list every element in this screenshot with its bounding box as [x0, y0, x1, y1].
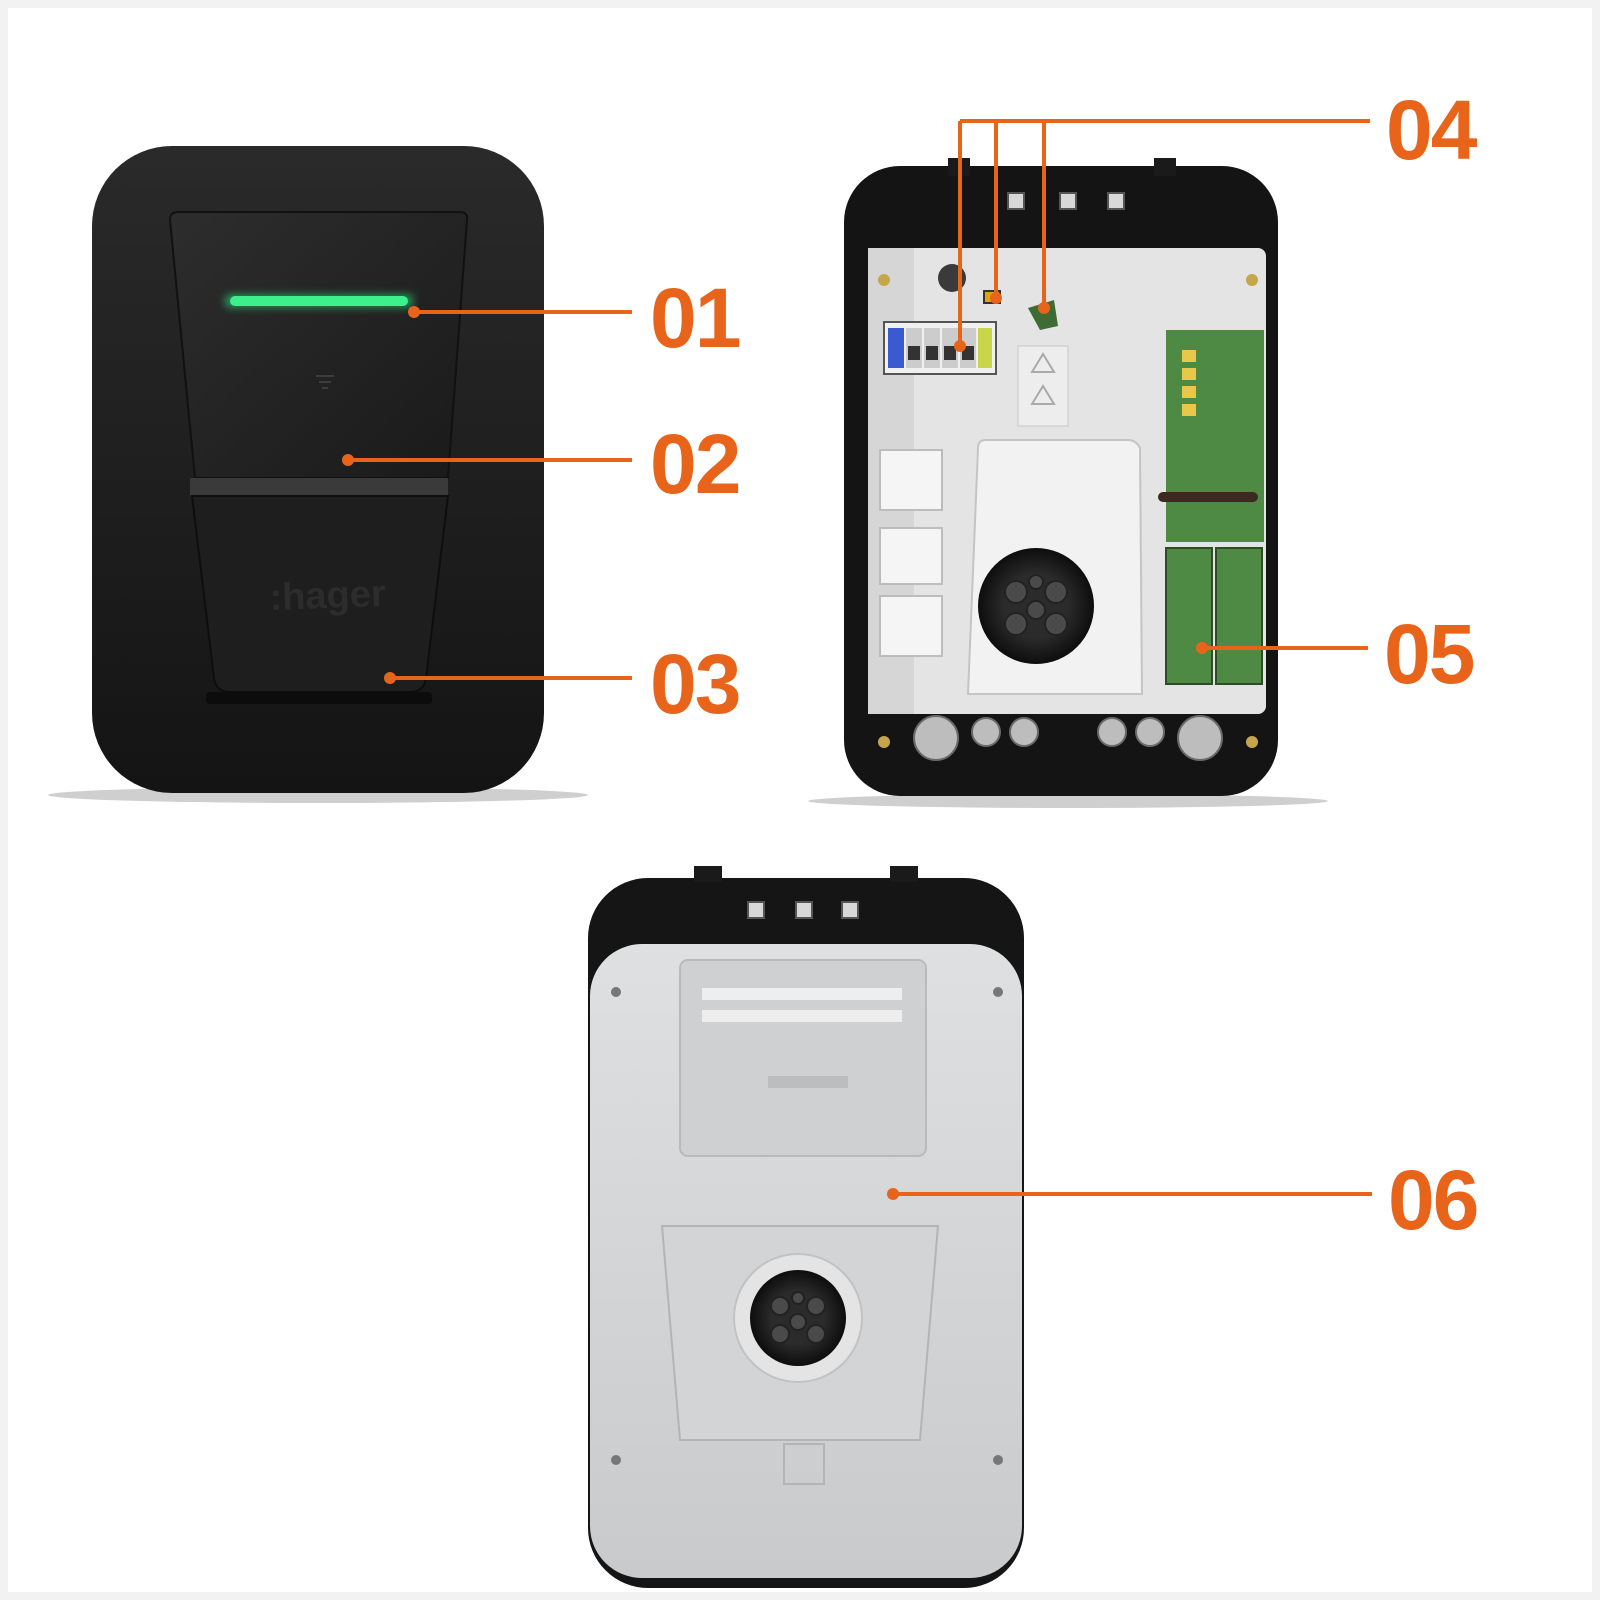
front-top-panel: [168, 211, 469, 479]
leader-03: [384, 672, 632, 684]
warning-triangle-2: [1030, 384, 1056, 405]
callout-03: 03: [650, 637, 741, 731]
housing-screws: [878, 274, 1258, 748]
callout-06: 06: [1388, 1153, 1479, 1247]
top-vent-squares: [1007, 192, 1125, 210]
open-unit-shadow: [808, 794, 1328, 808]
panel-divider-ridge: [190, 478, 448, 496]
covered-socket-pins: [770, 1291, 826, 1344]
warning-triangle-1: [1030, 352, 1056, 373]
front-brand-logo: :hager: [269, 573, 387, 619]
leader-02: [342, 454, 632, 466]
cover-label: [768, 1076, 848, 1088]
front-bottom-lip: [206, 692, 432, 704]
leader-06: [887, 1188, 1372, 1200]
leader-04: [954, 119, 1370, 352]
covered-top-clip-left: [694, 866, 722, 882]
cover-bottom-tab: [783, 1443, 825, 1485]
callout-04: 04: [1386, 83, 1477, 177]
top-clip-right: [1154, 158, 1176, 176]
callout-01: 01: [650, 271, 741, 365]
status-led-bar: [230, 296, 408, 306]
diagram-drawing: :hager: [48, 119, 1372, 1588]
diagram-canvas: :hager: [8, 8, 1592, 1592]
callout-lines: [342, 119, 1372, 1200]
main-pcb: [1166, 330, 1264, 542]
socket-pins: [1004, 574, 1068, 636]
pcb-pads: [1182, 350, 1196, 416]
cable-glands: [913, 715, 1223, 761]
covered-top-clip-right: [890, 866, 918, 882]
cover-screws: [611, 987, 1003, 1465]
leader-05: [1196, 642, 1368, 654]
rfid-symbol-icon: [316, 375, 334, 389]
callout-02: 02: [650, 417, 741, 511]
small-corner-board: [1028, 300, 1058, 330]
leader-01: [408, 306, 632, 318]
module-slot-2: [1215, 547, 1263, 685]
mounting-brackets: [879, 449, 943, 657]
callout-05: 05: [1384, 607, 1475, 701]
front-unit: [48, 146, 588, 803]
pcb-cable: [1158, 492, 1258, 502]
covered-vent-squares: [747, 901, 859, 919]
terminal-block: [883, 321, 997, 375]
open-unit: [808, 158, 1328, 808]
cover-inner-window: [679, 959, 927, 1157]
module-slot-1: [1165, 547, 1213, 685]
cover-ribs: [702, 988, 902, 1022]
covered-unit: [588, 866, 1024, 1588]
